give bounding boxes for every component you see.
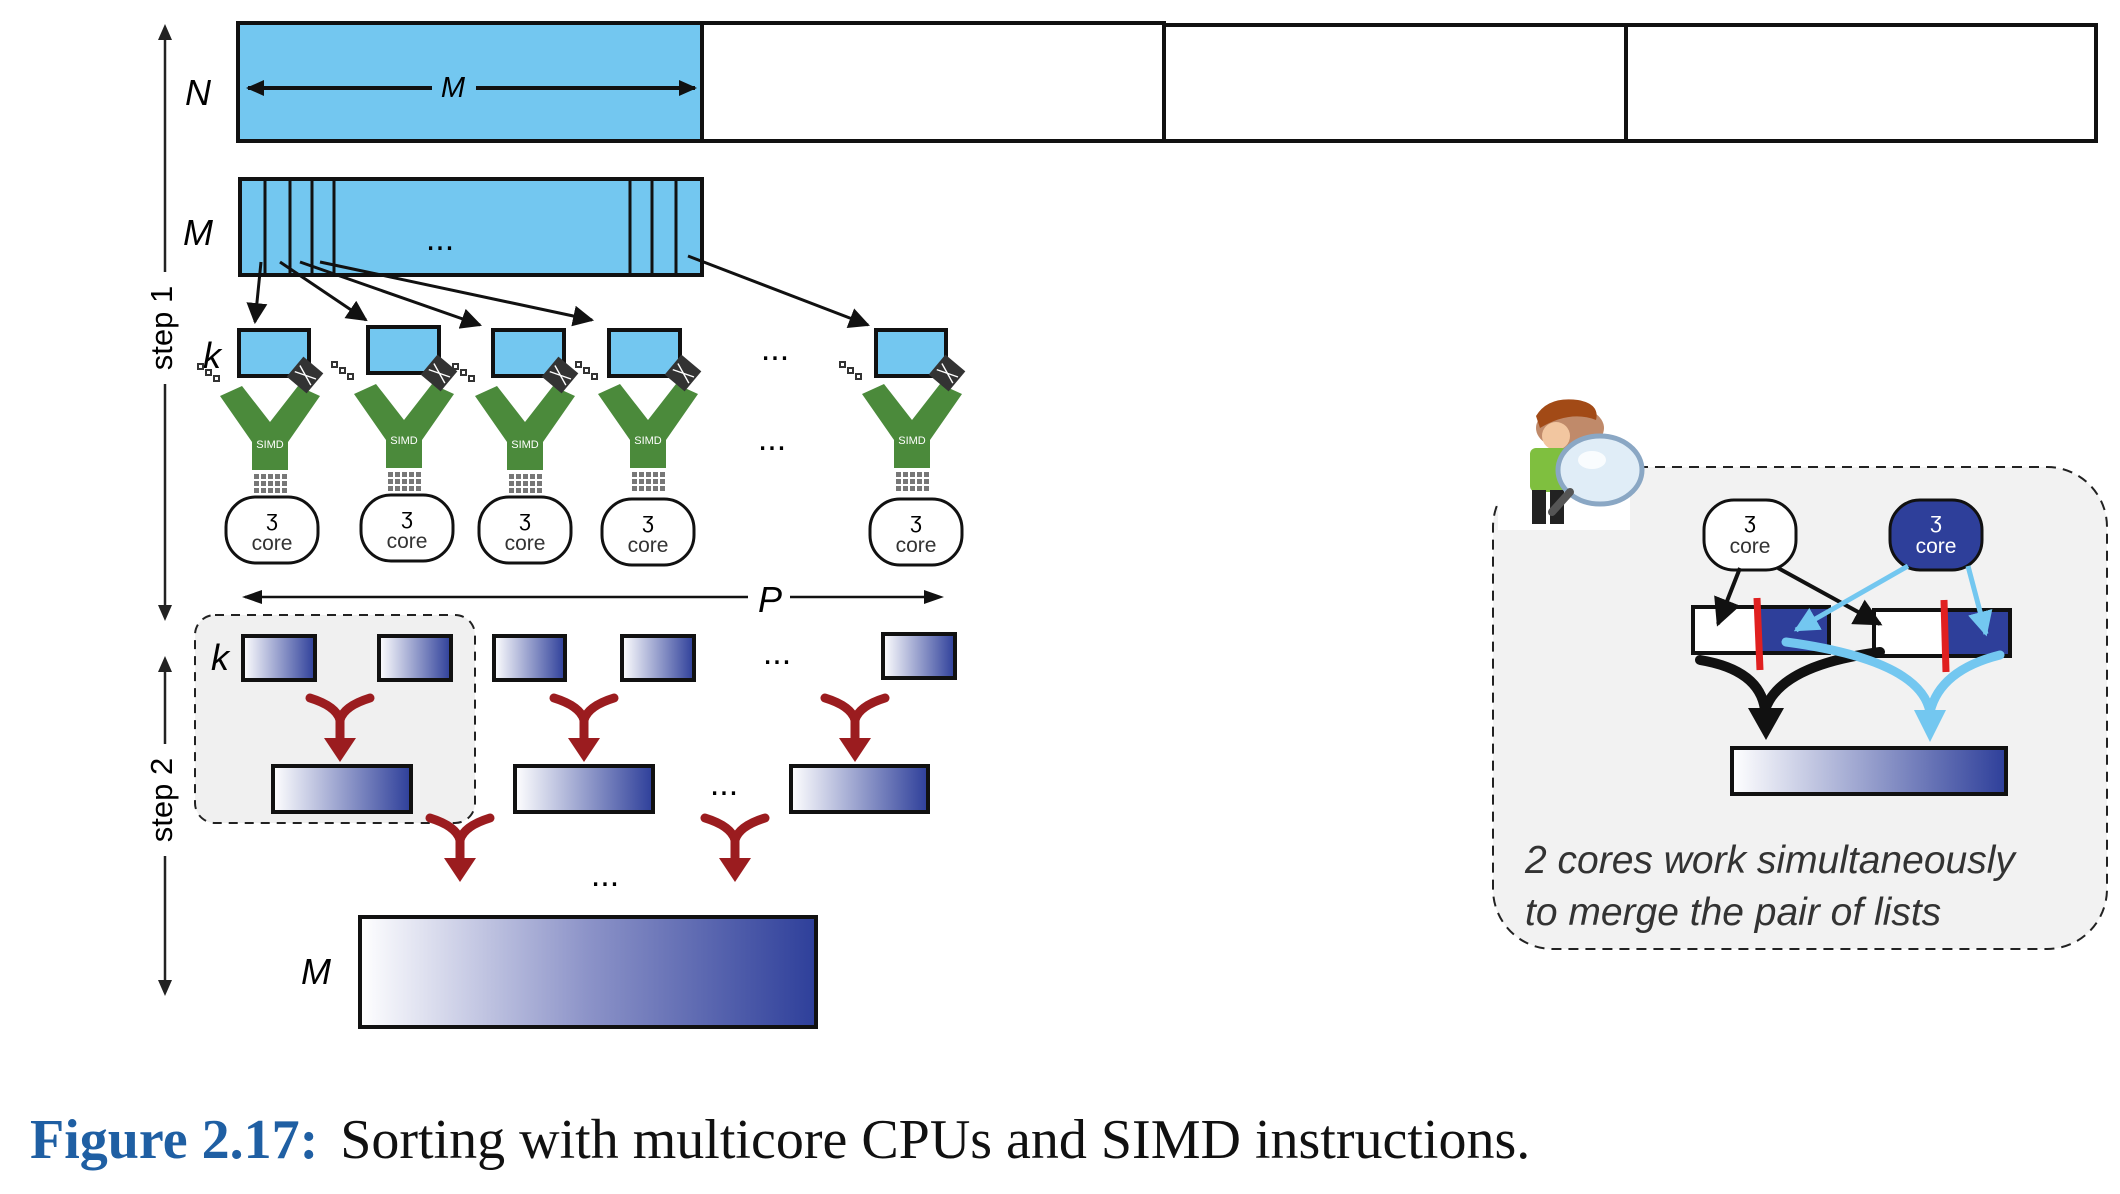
merged-list-ellipsis: ... — [710, 765, 738, 803]
inset-merged-list — [1730, 746, 2008, 796]
core-4: ʒ core — [600, 497, 696, 567]
svg-text:core: core — [505, 532, 546, 555]
svg-text:SIMD: SIMD — [390, 435, 418, 447]
sorted-chunk-ellipsis: ... — [763, 634, 791, 672]
core-thread-icon: ʒ — [519, 506, 531, 531]
simd-unit-5: SIMD — [839, 353, 967, 492]
simd-unit-4: SIMD — [575, 353, 703, 492]
sorted-chunk-4 — [620, 634, 696, 682]
block-4 — [1624, 23, 2098, 143]
inset-core-right: ʒ core — [1888, 498, 1984, 572]
inset-merge-blue — [1781, 637, 2005, 717]
chunk-3 — [491, 328, 566, 378]
merge-arrow-4 — [430, 818, 490, 882]
merged-list-1 — [271, 764, 413, 814]
k-label-step1: k — [203, 335, 223, 376]
core-thread-icon: ʒ — [266, 506, 278, 531]
svg-text:SIMD: SIMD — [511, 439, 539, 451]
simd-ellipsis: ... — [758, 420, 786, 458]
simd-unit-1: SIMD — [197, 355, 325, 494]
step1-axis-top-head — [158, 24, 172, 40]
merged-list-2 — [513, 764, 655, 814]
merged-list-3 — [789, 764, 930, 814]
sorted-chunk-3 — [492, 634, 567, 682]
simd-unit-3: SIMD — [452, 355, 580, 494]
merge-arrow-2 — [554, 698, 614, 762]
p-label: P — [758, 579, 782, 620]
inset-panel — [1492, 466, 2108, 950]
m-block-ellipsis: ... — [426, 220, 454, 258]
svg-text:core: core — [387, 530, 428, 553]
block-3 — [1162, 23, 1628, 143]
chunk-1 — [237, 328, 311, 378]
k-label-step2: k — [211, 637, 231, 678]
merge-arrow-3 — [825, 698, 885, 762]
split-marker-right — [1940, 599, 1950, 673]
svg-text:SIMD: SIMD — [898, 435, 926, 447]
m-row-label: M — [183, 212, 213, 253]
simd-unit-2: SIMD — [331, 353, 459, 492]
figure-caption: Figure 2.17: Sorting with multicore CPUs … — [30, 1108, 2090, 1172]
n-label: N — [185, 72, 212, 113]
inset-caption-line1: 2 cores work simultaneously — [1524, 839, 2017, 882]
svg-text:core: core — [1916, 535, 1957, 558]
sorted-chunk-5 — [881, 632, 957, 680]
core-thread-icon: ʒ — [1930, 508, 1942, 533]
step2-label: step 2 — [144, 758, 179, 842]
m-block — [238, 177, 704, 277]
final-merge-ellipsis: ... — [591, 856, 619, 894]
core-3: ʒ core — [477, 495, 573, 565]
sorted-chunk-1 — [241, 634, 317, 682]
core-thread-icon: ʒ — [642, 508, 654, 533]
magnifier-person-icon — [1498, 398, 1645, 530]
svg-text:core: core — [896, 534, 937, 557]
inset-core-left: ʒ core — [1702, 498, 1798, 572]
m-result-label: M — [301, 951, 331, 992]
figure-caption-text: Sorting with multicore CPUs and SIMD ins… — [340, 1109, 1531, 1171]
inset-caption-line2: to merge the pair of lists — [1525, 891, 1941, 934]
block-2 — [700, 21, 1166, 143]
core-thread-icon: ʒ — [1744, 508, 1756, 533]
svg-text:core: core — [252, 532, 293, 555]
step2-axis-top-head — [158, 656, 172, 672]
core-5: ʒ core — [868, 497, 964, 567]
chunk-2 — [366, 325, 441, 375]
core-thread-icon: ʒ — [910, 508, 922, 533]
core-1: ʒ core — [224, 495, 320, 565]
figure-label: Figure 2.17: — [30, 1109, 319, 1171]
m-dimension-label: M — [441, 72, 466, 104]
step1-axis-bottom-head — [158, 605, 172, 621]
svg-text:core: core — [1730, 535, 1771, 558]
merge-arrow-5 — [705, 818, 765, 882]
step2-axis-bottom-head — [158, 980, 172, 996]
split-marker-left — [1753, 597, 1764, 671]
core-thread-icon: ʒ — [401, 504, 413, 529]
svg-text:core: core — [628, 534, 669, 557]
svg-text:SIMD: SIMD — [634, 435, 662, 447]
step1-label: step 1 — [144, 286, 179, 370]
chunk-4 — [607, 328, 682, 378]
sorted-chunk-2 — [377, 634, 453, 682]
svg-text:SIMD: SIMD — [256, 439, 284, 451]
final-sorted-list — [358, 915, 818, 1029]
core-2: ʒ core — [359, 493, 455, 563]
chunk-ellipsis: ... — [761, 330, 789, 368]
